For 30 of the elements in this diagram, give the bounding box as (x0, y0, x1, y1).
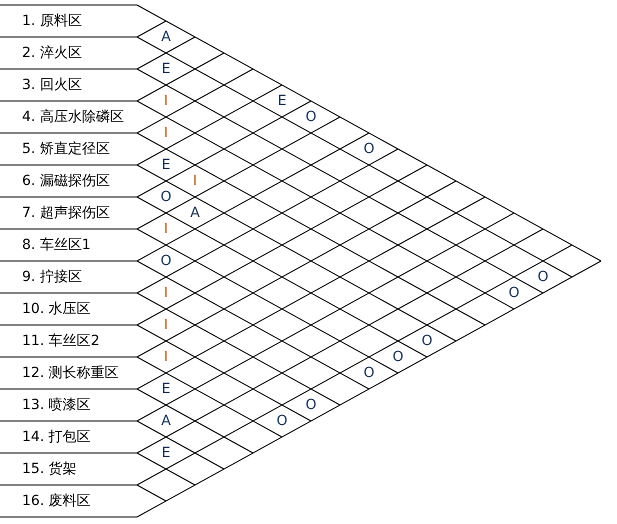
rating-letter: A (137, 21, 195, 53)
rating-letter: O (137, 245, 195, 277)
area-label: 1. 原料区 (22, 5, 82, 37)
area-label: 14. 打包区 (22, 421, 91, 453)
area-label: 15. 货架 (22, 453, 77, 485)
area-label: 16. 废料区 (22, 485, 91, 517)
area-label: 5. 矫直定径区 (22, 133, 110, 165)
area-label: 3. 回火区 (22, 69, 82, 101)
rating-letter: E (137, 53, 195, 85)
rating-letter: I (137, 309, 195, 341)
rating-letter: O (282, 101, 340, 133)
rating-letter: A (137, 405, 195, 437)
rating-letter: I (137, 277, 195, 309)
rating-letter: E (137, 437, 195, 469)
area-label: 12. 测长称重区 (22, 357, 119, 389)
rating-letter: I (137, 85, 195, 117)
rating-letter: E (137, 373, 195, 405)
area-label: 9. 拧接区 (22, 261, 82, 293)
rating-letter: O (340, 133, 398, 165)
rating-letter: I (137, 341, 195, 373)
area-label: 11. 车丝区2 (22, 325, 100, 357)
area-label: 10. 水压区 (22, 293, 91, 325)
area-label: 13. 喷漆区 (22, 389, 91, 421)
area-label: 2. 淬火区 (22, 37, 82, 69)
rating-letter: E (137, 149, 195, 181)
area-label: 4. 高压水除磷区 (22, 101, 124, 133)
area-label: 7. 超声探伤区 (22, 197, 110, 229)
rating-letter: I (137, 117, 195, 149)
area-label: 8. 车丝区1 (22, 229, 91, 261)
area-label: 6. 漏磁探伤区 (22, 165, 110, 197)
